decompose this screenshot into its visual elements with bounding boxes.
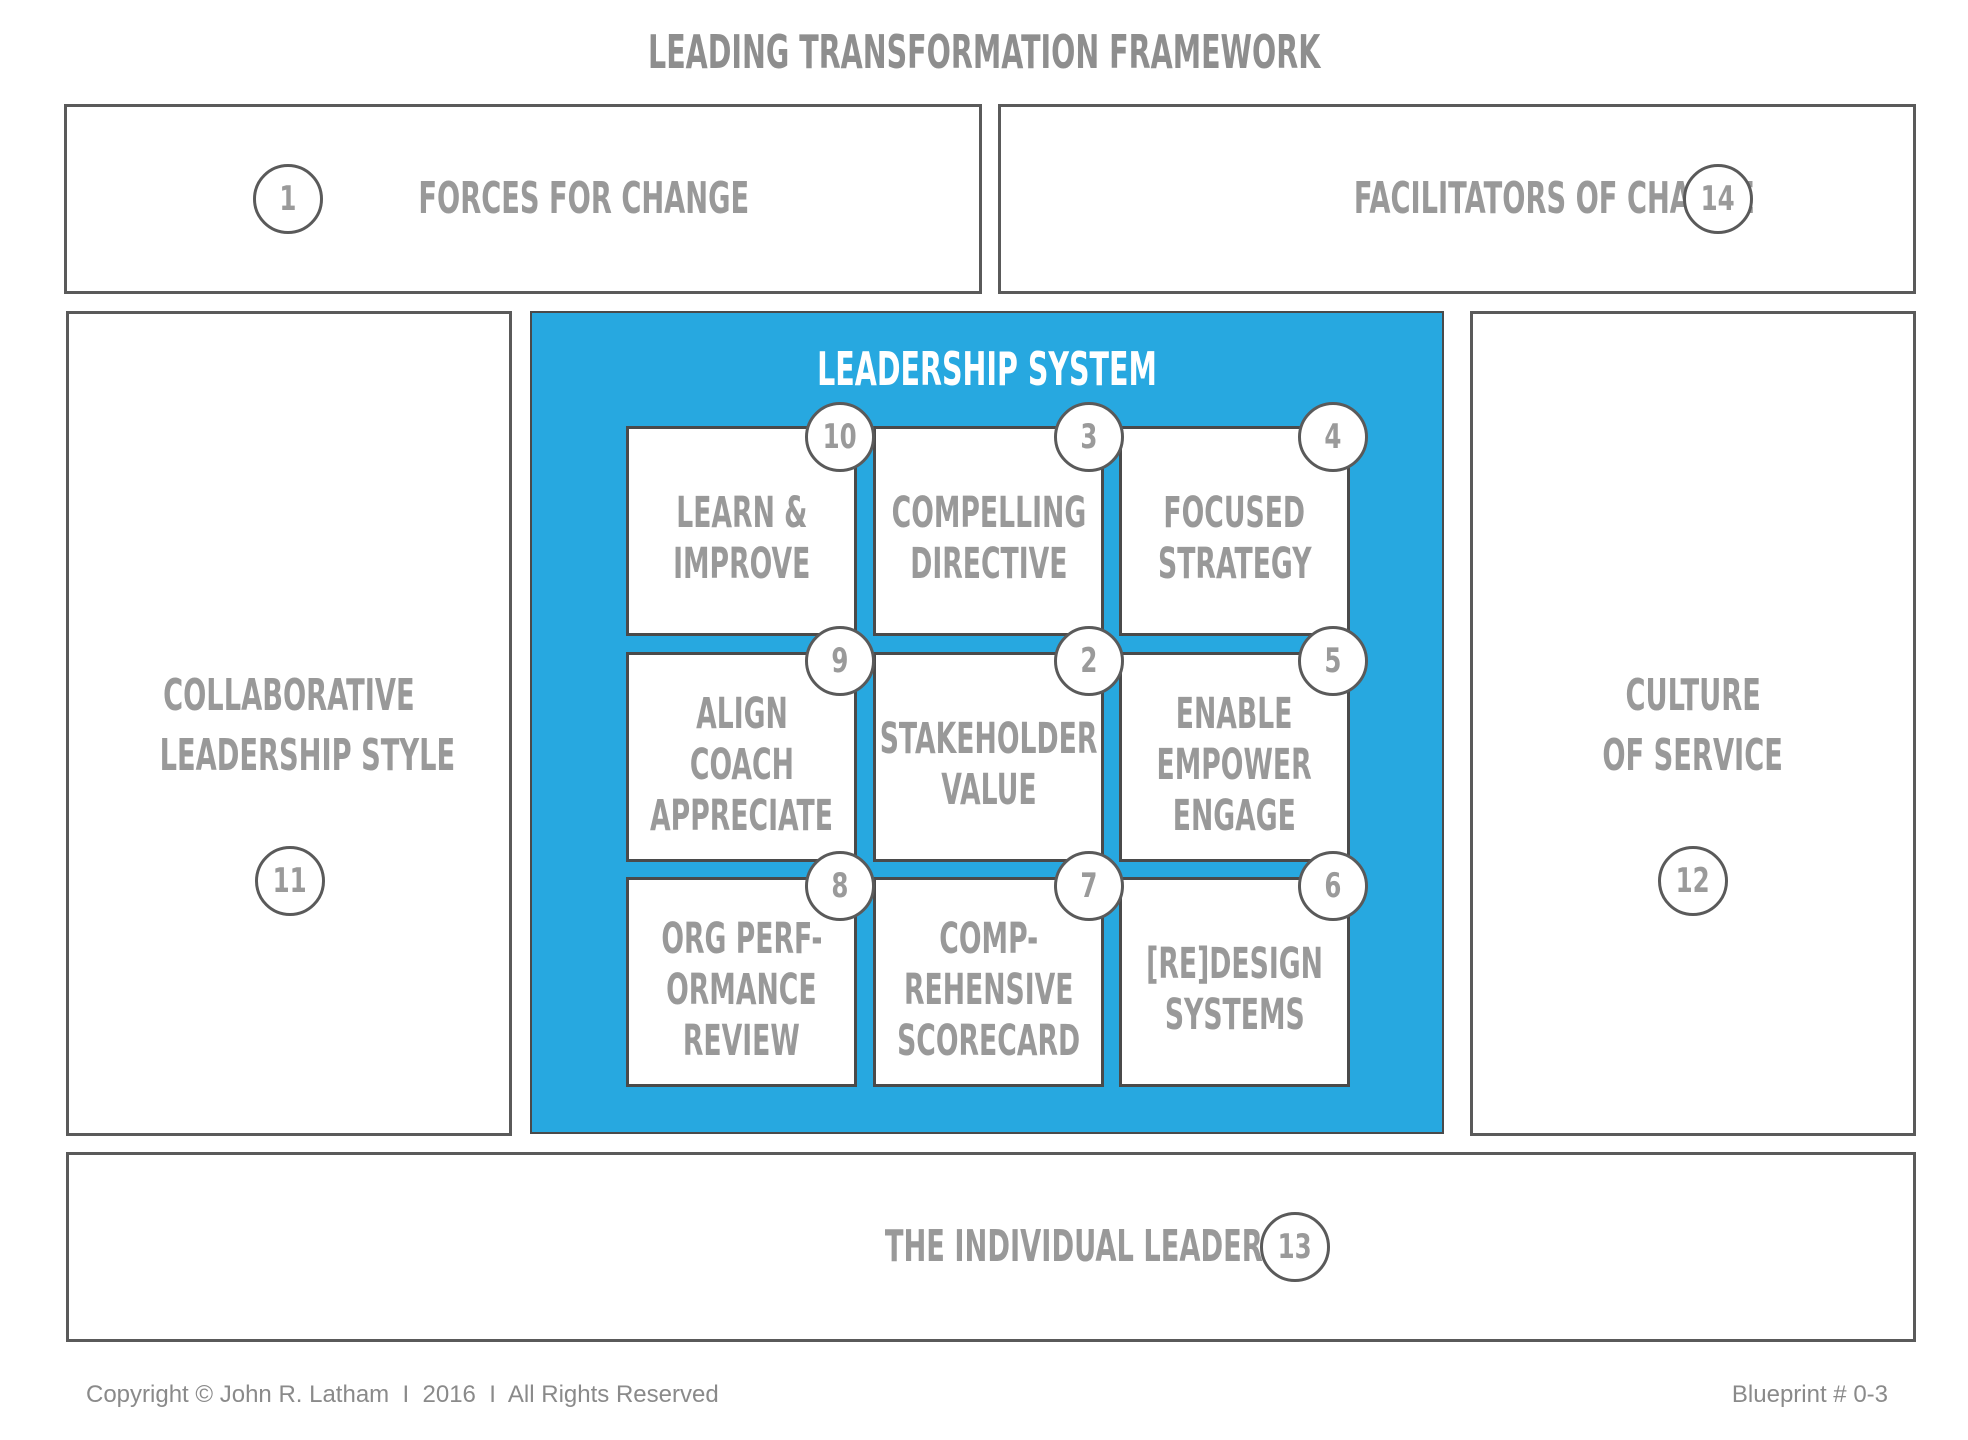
number-badge-5: 5 xyxy=(1298,626,1368,696)
collaborative-leadership-style-box: COLLABORATIVE LEADERSHIP STYLE 11 xyxy=(66,311,512,1136)
number-badge-7: 7 xyxy=(1054,851,1124,921)
forces-for-change-box: 1 FORCES FOR CHANGE xyxy=(64,104,982,294)
copyright-text: Copyright © John R. Latham I 2016 I All … xyxy=(86,1381,719,1408)
number-badge-12: 12 xyxy=(1658,846,1728,916)
number-badge-14: 14 xyxy=(1683,164,1753,234)
number-badge-10: 10 xyxy=(805,402,875,472)
number-badge-4: 4 xyxy=(1298,402,1368,472)
framework-title: LEADING TRANSFORMATION FRAMEWORK xyxy=(0,22,1968,82)
number-badge-11: 11 xyxy=(255,846,325,916)
number-badge-3: 3 xyxy=(1054,402,1124,472)
blueprint-number: Blueprint # 0-3 xyxy=(1731,1381,1888,1408)
facilitators-of-change-label: FACILITATORS OF CHANGE xyxy=(1353,173,1755,224)
left-line-1: COLLABORATIVE xyxy=(163,670,415,721)
number-badge-13: 13 xyxy=(1260,1212,1330,1282)
right-line-1: CULTURE xyxy=(1625,670,1761,721)
individual-leader-box: THE INDIVIDUAL LEADER 13 xyxy=(66,1152,1916,1342)
number-badge-8: 8 xyxy=(805,851,875,921)
culture-of-service-box: CULTURE OF SERVICE 12 xyxy=(1470,311,1916,1136)
framework-title-text: LEADING TRANSFORMATION FRAMEWORK xyxy=(647,25,1321,79)
facilitators-of-change-box: FACILITATORS OF CHANGE 14 xyxy=(998,104,1916,294)
leadership-system-title: LEADERSHIP SYSTEM xyxy=(817,342,1157,396)
number-badge-1: 1 xyxy=(253,164,323,234)
culture-of-service-label: CULTURE OF SERVICE xyxy=(1473,666,1913,786)
number-badge-6: 6 xyxy=(1298,851,1368,921)
collaborative-leadership-style-label: COLLABORATIVE LEADERSHIP STYLE xyxy=(69,666,509,786)
forces-for-change-label: FORCES FOR CHANGE xyxy=(418,173,750,224)
number-badge-2: 2 xyxy=(1054,626,1124,696)
right-line-2: OF SERVICE xyxy=(1602,730,1784,781)
number-badge-9: 9 xyxy=(805,626,875,696)
leadership-system-panel: LEADERSHIP SYSTEM LEARN & IMPROVE COMPEL… xyxy=(530,311,1444,1134)
individual-leader-label: THE INDIVIDUAL LEADER xyxy=(884,1221,1263,1272)
left-line-2: LEADERSHIP STYLE xyxy=(159,730,456,781)
